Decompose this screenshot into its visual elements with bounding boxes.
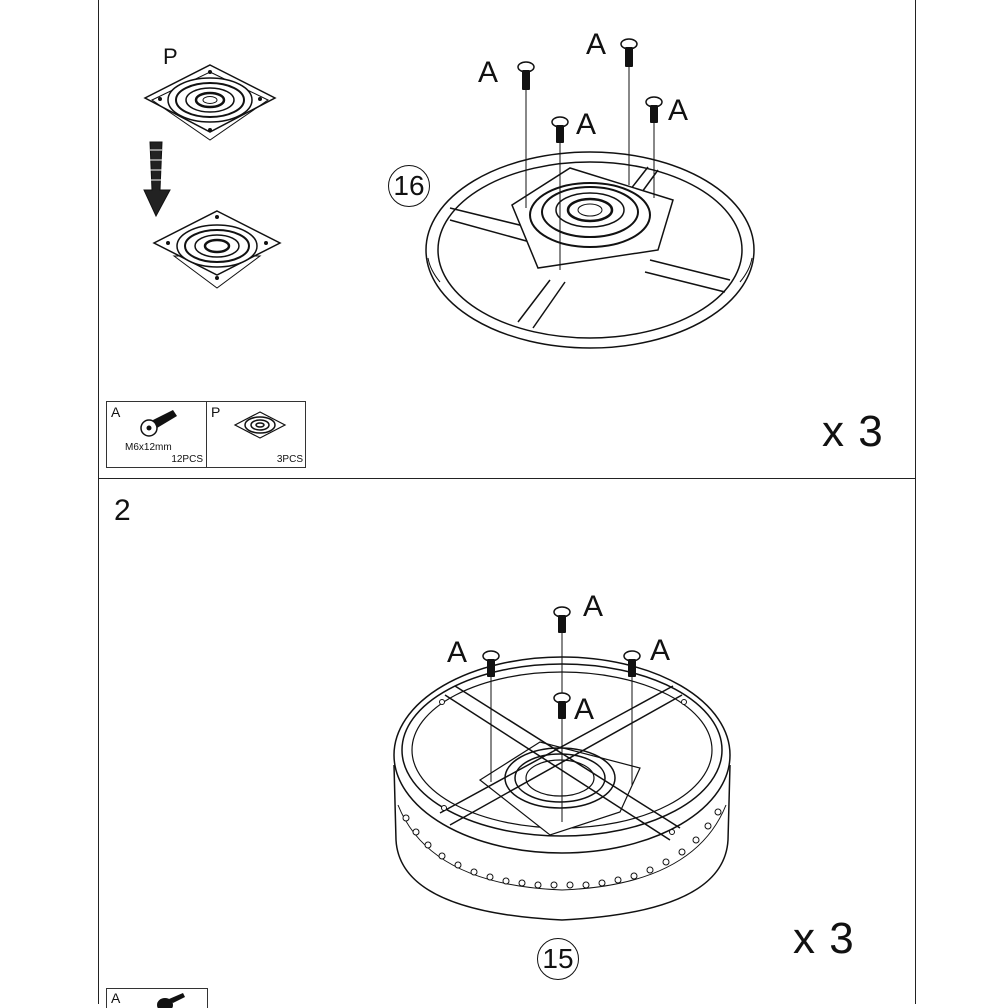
screw-label-a: A <box>583 590 604 623</box>
part-callout-16: 16 <box>388 165 430 207</box>
legend-item-p: P 3PCS <box>207 402 306 467</box>
step-1-panel <box>98 0 916 479</box>
flipped-plate-icon <box>152 210 282 289</box>
parts-legend: A M6x12mm 12PCS P 3PCS <box>106 401 306 468</box>
flip-arrow-icon <box>143 141 171 218</box>
bolt-icon <box>140 410 177 437</box>
legend-item-a: A M6x12mm 12PCS <box>107 402 207 467</box>
seat-ring-assembly <box>393 606 731 921</box>
screw-label-a: A <box>586 28 607 61</box>
parts-legend: A <box>106 988 208 1008</box>
bolt-icon <box>157 993 185 1008</box>
legend-qty: 3PCS <box>276 454 303 465</box>
base-ring-assembly <box>425 38 755 349</box>
legend-size: M6x12mm <box>125 442 172 453</box>
step-number: 2 <box>114 494 131 527</box>
screw-label-a: A <box>447 636 468 669</box>
legend-key: A <box>111 990 121 1006</box>
quantity-multiplier: x 3 <box>822 407 884 456</box>
quantity-multiplier: x 3 <box>793 914 855 963</box>
screw-label-a: A <box>650 634 671 667</box>
screw-label-a: A <box>576 108 597 141</box>
legend-qty: 12PCS <box>171 454 203 465</box>
step-2-panel <box>98 479 916 1004</box>
part-callout-15: 15 <box>537 938 579 980</box>
plate-label-p: P <box>163 44 178 69</box>
legend-key: A <box>111 404 121 420</box>
swivel-plate-icon <box>233 411 287 439</box>
legend-key: P <box>211 404 221 420</box>
swivel-plate-icon <box>143 64 277 141</box>
screw-label-a: A <box>574 693 595 726</box>
screw-label-a: A <box>478 56 499 89</box>
screw-label-a: A <box>668 94 689 127</box>
